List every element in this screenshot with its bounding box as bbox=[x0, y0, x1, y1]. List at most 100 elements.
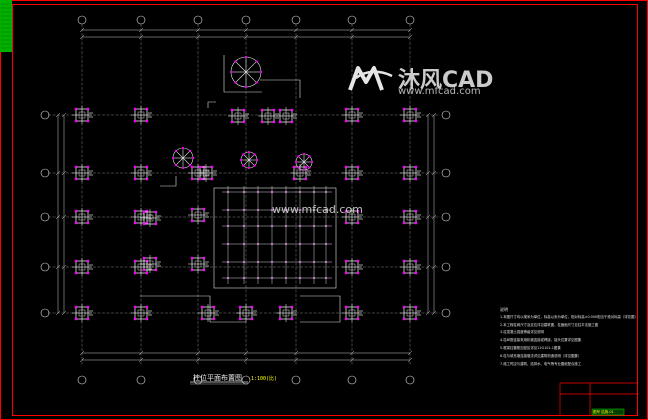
inner-node bbox=[312, 260, 316, 264]
column-corner-mark bbox=[414, 209, 418, 213]
column-corner-mark bbox=[356, 271, 360, 275]
column-corner-mark bbox=[133, 119, 137, 123]
column-corner-mark bbox=[145, 107, 149, 111]
inner-node bbox=[270, 260, 274, 264]
column-corner-mark bbox=[344, 177, 348, 181]
binding-strip-lines bbox=[1, 3, 11, 49]
round-column bbox=[229, 55, 263, 89]
round-column bbox=[294, 152, 314, 172]
column-corner-mark bbox=[238, 305, 242, 309]
inner-node bbox=[324, 190, 328, 194]
dimension-tick bbox=[79, 34, 85, 40]
column-symbol bbox=[72, 164, 93, 182]
column-symbol bbox=[228, 107, 249, 125]
round-column-node bbox=[242, 153, 245, 156]
note-line: 7.施工时应与建筑、给排水、电气等专业图纸配合施工 bbox=[500, 361, 582, 366]
column-corner-mark bbox=[344, 305, 348, 309]
column-corner-mark bbox=[145, 221, 149, 225]
inner-node bbox=[284, 190, 288, 194]
round-column-node bbox=[255, 60, 258, 63]
column-symbol bbox=[236, 304, 257, 322]
column-corner-mark bbox=[344, 221, 348, 225]
round-column-spoke bbox=[245, 71, 257, 83]
inner-node bbox=[298, 242, 302, 246]
column-core bbox=[348, 169, 356, 177]
note-line: 3.柱混凝土强度等级详见说明 bbox=[500, 330, 544, 335]
column-corner-mark bbox=[344, 317, 348, 321]
inner-node bbox=[312, 208, 316, 212]
column-corner-mark bbox=[402, 305, 406, 309]
column-core bbox=[194, 211, 202, 219]
column-corner-mark bbox=[145, 209, 149, 213]
column-symbol bbox=[72, 106, 93, 124]
column-corner-mark bbox=[200, 305, 204, 309]
column-core bbox=[406, 213, 414, 221]
column-corner-mark bbox=[414, 107, 418, 111]
column-corner-mark bbox=[86, 317, 90, 321]
column-corner-mark bbox=[414, 177, 418, 181]
inner-node bbox=[324, 208, 328, 212]
round-column-spoke bbox=[303, 161, 310, 168]
note-line: 2.本工程柱网尺寸及定位详见建筑图，柱截面尺寸见柱平法施工图 bbox=[500, 322, 599, 327]
column-corner-mark bbox=[230, 108, 234, 112]
column-corner-mark bbox=[86, 107, 90, 111]
watermark-center: www.mfcad.com bbox=[272, 203, 363, 216]
column-symbol bbox=[72, 208, 93, 226]
inner-node bbox=[324, 224, 328, 228]
column-symbol bbox=[72, 258, 93, 276]
column-corner-mark bbox=[74, 221, 78, 225]
round-column-node bbox=[191, 156, 195, 160]
column-core bbox=[406, 111, 414, 119]
axis-bubble-row bbox=[441, 262, 451, 272]
column-symbol bbox=[276, 107, 297, 125]
inner-node bbox=[324, 276, 328, 280]
detail-leader bbox=[260, 79, 301, 98]
note-line: 1.本图尺寸均以毫米为单位，标高以米为单位，相对标高±0.000相当于绝对标高（… bbox=[500, 314, 638, 319]
sheet-inner-frame bbox=[12, 4, 638, 416]
column-corner-mark bbox=[356, 107, 360, 111]
column-corner-mark bbox=[86, 259, 90, 263]
detail-leader bbox=[207, 101, 216, 108]
round-column-node bbox=[310, 160, 314, 164]
round-column-details bbox=[171, 55, 314, 172]
column-corner-mark bbox=[278, 108, 282, 112]
round-column-spoke bbox=[248, 159, 255, 166]
inner-node bbox=[312, 190, 316, 194]
title-block-label: 图号 结施-01 bbox=[593, 410, 614, 414]
column-symbol bbox=[72, 304, 93, 322]
column-corner-mark bbox=[344, 259, 348, 263]
axis-bubble-row bbox=[40, 262, 50, 272]
column-corner-mark bbox=[202, 268, 206, 272]
column-corner-mark bbox=[290, 305, 294, 309]
column-corner-mark bbox=[142, 222, 146, 226]
column-corner-mark bbox=[133, 259, 137, 263]
inner-node bbox=[226, 260, 230, 264]
round-column-node bbox=[171, 156, 175, 160]
note-line: 4.柱纵筋连接采用机械连接或焊接，接头位置详见图集 bbox=[500, 338, 582, 343]
column-corner-mark bbox=[402, 259, 406, 263]
inner-node bbox=[226, 208, 230, 212]
round-column-node bbox=[242, 164, 245, 167]
dimension-tick bbox=[195, 34, 201, 40]
column-corner-mark bbox=[133, 271, 137, 275]
round-column-node bbox=[174, 149, 178, 153]
column-symbol bbox=[131, 304, 152, 322]
round-column-spoke bbox=[235, 61, 247, 73]
column-corner-mark bbox=[74, 317, 78, 321]
column-corner-mark bbox=[190, 207, 194, 211]
round-column-spoke bbox=[182, 157, 191, 166]
column-corner-mark bbox=[202, 207, 206, 211]
column-core bbox=[194, 260, 202, 268]
inner-node bbox=[242, 190, 246, 194]
column-corner-mark bbox=[242, 120, 246, 124]
column-corner-mark bbox=[250, 317, 254, 321]
inner-node bbox=[324, 242, 328, 246]
watermark-url: www.mfcad.com bbox=[398, 86, 481, 97]
column-core bbox=[282, 309, 290, 317]
column-corner-mark bbox=[154, 210, 158, 214]
column-corner-mark bbox=[414, 259, 418, 263]
dimension-tick bbox=[431, 264, 437, 270]
round-column-spoke bbox=[175, 157, 184, 166]
column-corner-mark bbox=[278, 305, 282, 309]
